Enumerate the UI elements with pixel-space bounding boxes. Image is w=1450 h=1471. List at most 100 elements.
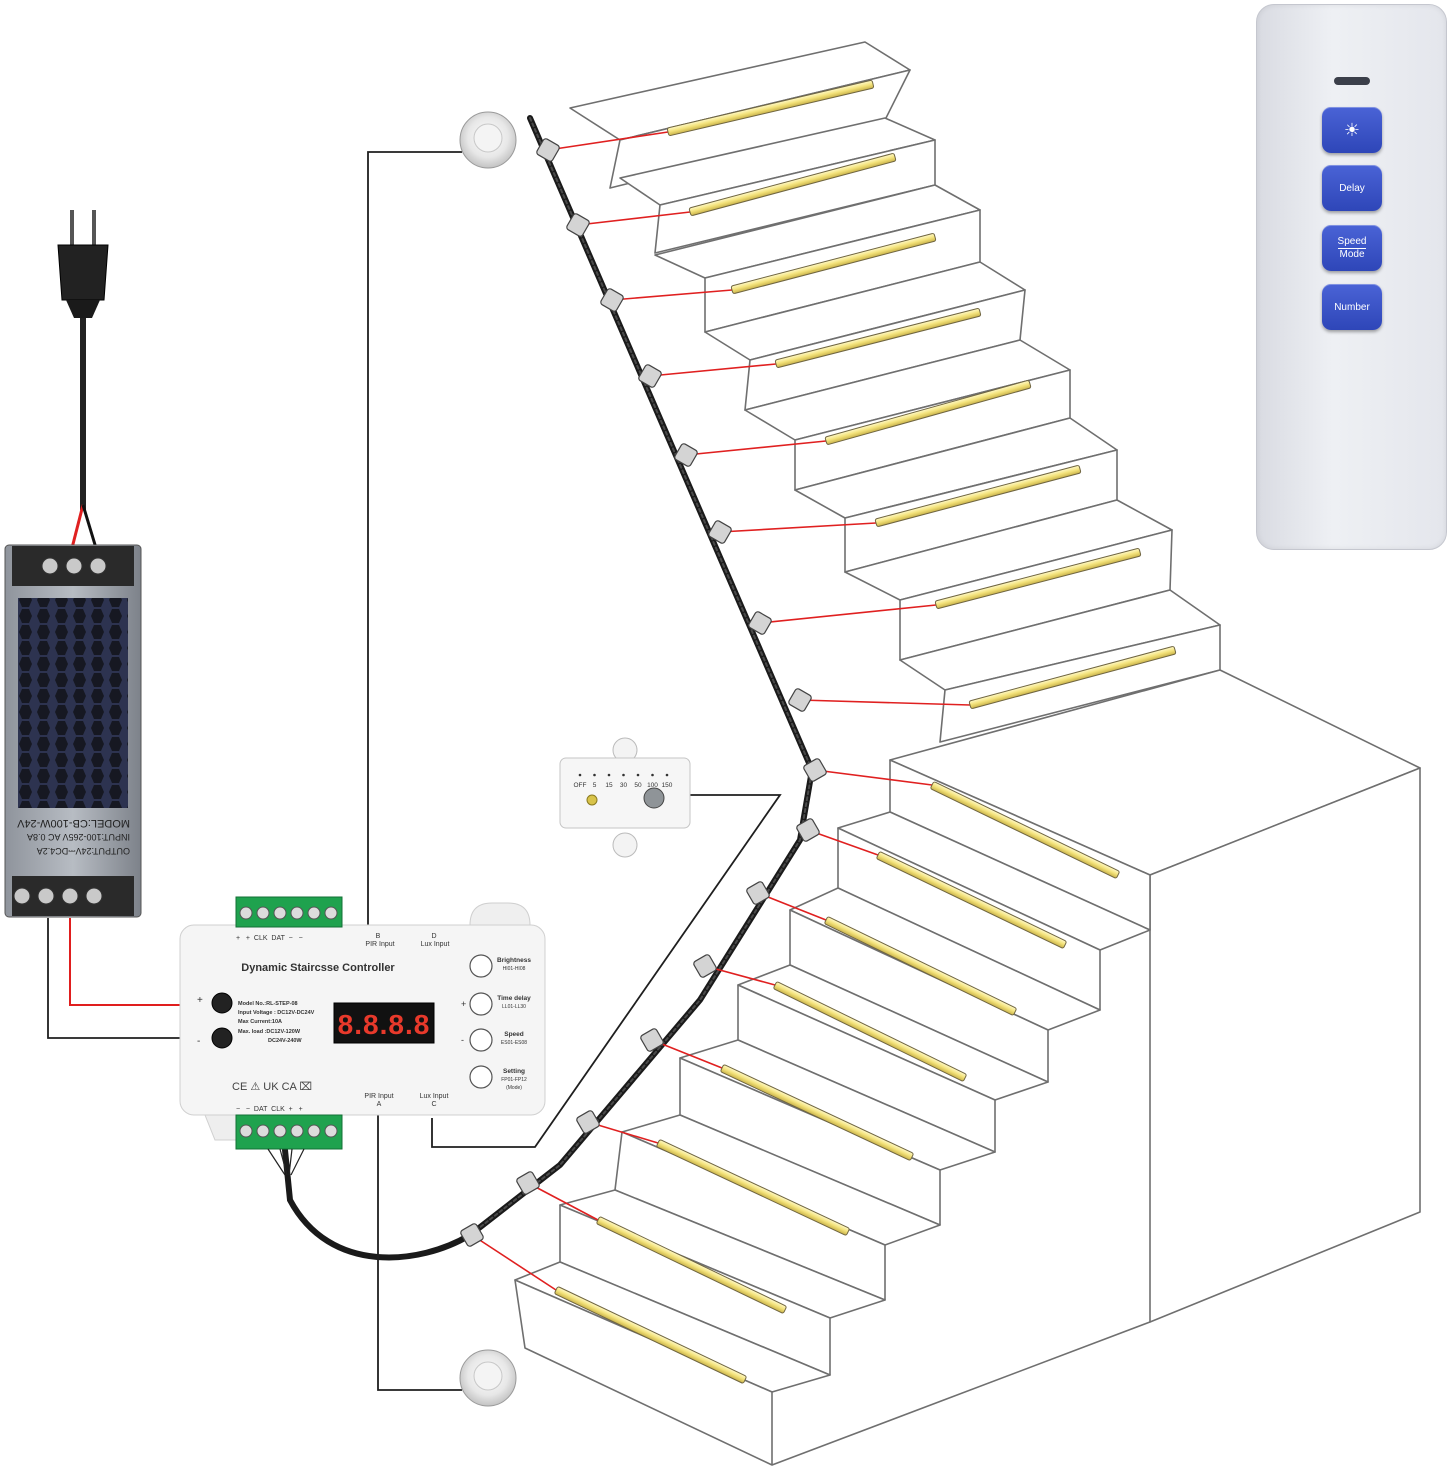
controller-button[interactable] <box>469 992 493 1016</box>
led-lead-wire <box>527 1182 599 1221</box>
minus-sign: - <box>461 1035 464 1045</box>
psu-output-label: OUTPUT:24V⎓DC4.2A <box>37 846 130 856</box>
led-connector <box>803 758 827 782</box>
led-lead-wire <box>685 440 827 456</box>
lux-tick-label: 100 <box>647 782 658 789</box>
led-strip <box>824 916 1017 1016</box>
led-connector <box>693 954 717 978</box>
led-strip <box>874 465 1082 527</box>
led-strip <box>656 1139 850 1236</box>
controller-title: Dynamic Staircsse Controller <box>241 962 395 974</box>
led-strip <box>730 233 937 294</box>
led-connector <box>600 288 624 312</box>
controller-button[interactable] <box>469 1028 493 1052</box>
lux-d-letter: D <box>431 933 436 940</box>
led-connector <box>708 520 732 544</box>
led-display <box>333 1002 435 1044</box>
bottom-terminal-labels: − − DAT CLK + + <box>236 1106 303 1113</box>
remote-delay-label: Delay <box>1339 182 1365 194</box>
led-strips <box>460 80 1177 1384</box>
lux-tick-dot <box>651 773 654 777</box>
signal-wires <box>47 151 782 1391</box>
lux-tick-label: 150 <box>662 782 673 789</box>
lux-tick-dot <box>593 773 596 777</box>
remote-number-button[interactable]: Number <box>1322 284 1382 330</box>
pir-a-wire <box>377 1115 462 1391</box>
lux-d-label: Lux Input <box>421 941 450 948</box>
controller-button[interactable] <box>469 954 493 978</box>
spec-model: Model No.:RL-STEP-08 <box>238 1001 298 1007</box>
led-connector <box>536 138 560 162</box>
psu-red-wire <box>69 918 180 1006</box>
remote-mode-label: Mode <box>1339 249 1365 260</box>
led-lead-wire <box>759 604 937 624</box>
remote-number-label: Number <box>1334 301 1370 313</box>
remote-speed-mode-button[interactable]: Speed Mode <box>1322 225 1382 271</box>
power-screw-plus <box>211 992 233 1014</box>
data-cable <box>282 115 816 1261</box>
led-strip <box>666 80 875 136</box>
led-connector <box>788 688 812 712</box>
led-lead-wire <box>471 1234 557 1291</box>
remote-brightness-button[interactable]: ☀ <box>1322 107 1382 153</box>
controller-button-range: ES01-ES08 <box>501 1040 527 1046</box>
pir-sensor-b <box>459 111 517 169</box>
led-strip <box>774 308 982 368</box>
lux-tick-label: OFF <box>574 782 587 789</box>
lux-tick-dot <box>665 773 669 777</box>
led-connector <box>746 881 770 905</box>
led-strip <box>720 1064 914 1161</box>
lux-tick-dot <box>622 773 625 777</box>
power-supply: MODEL:CB-100W-24V INPUT:100-265V AC 0.8A… <box>4 544 142 918</box>
led-connector <box>576 1110 600 1134</box>
psu-black-wire <box>47 918 180 1039</box>
led-strip <box>688 153 897 216</box>
remote-speed-label: Speed <box>1337 236 1367 249</box>
led-strip <box>968 646 1177 709</box>
led-connector <box>516 1171 540 1195</box>
plus-sign: + <box>461 999 466 1009</box>
led-lead-wire <box>719 522 877 533</box>
led-lead-wire <box>814 769 933 786</box>
led-connector <box>460 1223 484 1247</box>
led-lead-wire <box>649 363 777 377</box>
led-connector <box>640 1028 664 1052</box>
spec-current: Max Current:10A <box>238 1019 282 1025</box>
controller-button[interactable] <box>469 1065 493 1089</box>
power-plug <box>57 210 109 549</box>
psu-input-label: INPUT:100-265V AC 0.8A <box>27 832 130 842</box>
led-lead-wire <box>807 829 879 856</box>
led-lead-wire <box>651 1039 723 1069</box>
plus-sign: + <box>197 995 203 1006</box>
landing-front <box>1149 767 1421 1323</box>
remote-indicator-led <box>1334 77 1370 85</box>
led-strip <box>824 380 1032 445</box>
controller-button-range: HI01-HI08 <box>503 966 526 972</box>
led-strip <box>876 851 1067 949</box>
lux-tick-label: 5 <box>593 782 597 789</box>
spec-input: Input Voltage : DC12V-DC24V <box>238 1010 315 1016</box>
staircase-outline <box>514 41 1421 1466</box>
lux-tick-dot <box>578 773 582 777</box>
led-connector <box>674 443 698 467</box>
led-connector <box>796 818 820 842</box>
controller-button-label: Speed <box>504 1031 524 1038</box>
pir-b-wire <box>367 151 462 928</box>
psu-model-label: MODEL:CB-100W-24V <box>16 817 130 829</box>
base-line <box>771 1321 1151 1466</box>
spec-load-1: Max. load :DC12V-120W <box>238 1029 301 1035</box>
lux-tick-label: 30 <box>620 782 628 789</box>
led-strip <box>773 981 967 1082</box>
controller-button-label: Brightness <box>497 957 531 964</box>
controller-button-mode: (Mode) <box>506 1085 522 1091</box>
led-lead-wire <box>611 289 733 301</box>
led-connector <box>566 213 590 237</box>
controller-button-label: Setting <box>503 1068 525 1075</box>
pir-a-letter: A <box>377 1101 382 1108</box>
remote-control <box>1256 4 1447 550</box>
remote-delay-button[interactable]: Delay <box>1322 165 1382 211</box>
controller-button-label: Time delay <box>497 995 531 1002</box>
staircase-controller: + + CLK DAT − − − − DAT CLK + + B PIR In… <box>179 896 546 1176</box>
lux-c-letter: C <box>431 1101 436 1108</box>
